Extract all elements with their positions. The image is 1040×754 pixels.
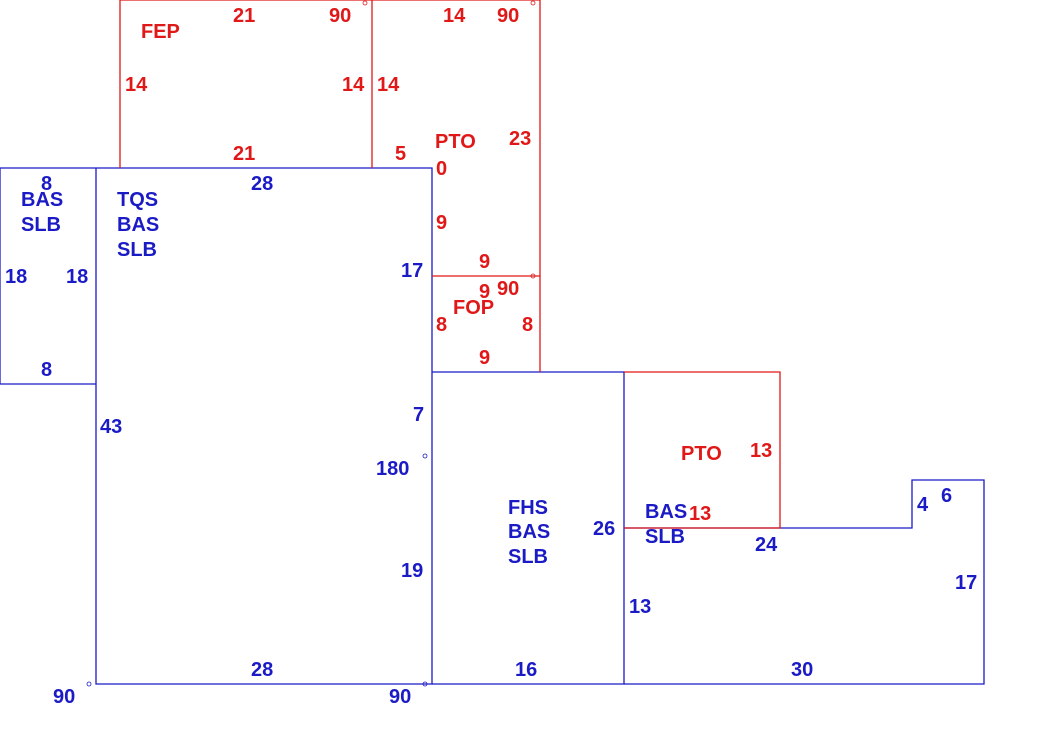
dimension-label: 8 [436,314,447,336]
dimension-label: 18 [5,266,27,288]
dimension-label: 13 [629,596,651,618]
dimension-label: 9 [436,212,447,234]
dimension-label: 28 [251,173,273,195]
area-code-tqs: TQS [117,189,158,211]
bas-slb-right-outline [624,479,985,685]
dimension-label: 9 [479,251,490,273]
dimension-label: 6 [941,485,952,507]
area-code-slb: SLB [645,526,685,548]
area-code-slb: SLB [117,239,157,261]
dimension-label: 8 [41,359,52,381]
area-code-fop: FOP [453,297,494,319]
area-code-bas: BAS [117,214,159,236]
dimension-label: 14 [377,74,400,96]
dimension-labels-other: 21 90 14 14 21 14 90 14 23 5 0 9 9 9 90 … [125,5,772,525]
area-code-fep: FEP [141,21,180,43]
dimension-label: 4 [917,494,929,516]
dimension-label: 7 [413,404,424,426]
dimension-label: 18 [66,266,88,288]
angle-marker [422,681,428,687]
angle-markers [86,0,536,687]
dimension-label: 90 [329,5,351,27]
area-code-bas: BAS [508,521,550,543]
dimension-label: 17 [401,260,423,282]
dimension-label: 43 [100,416,122,438]
area-code-slb: SLB [21,214,61,236]
dimension-label: 30 [791,659,813,681]
dimension-label: 90 [497,278,519,300]
dimension-label: 17 [955,572,977,594]
pto-upper-outline [372,0,541,277]
dimension-labels-living: 8 18 18 8 28 43 17 7 180 19 28 90 90 16 … [5,173,977,708]
angle-marker [86,681,92,687]
dimension-label: 8 [41,173,52,195]
area-code-fhs: FHS [508,497,548,519]
dimension-label: 5 [395,143,406,165]
dimension-label: 13 [750,440,772,462]
dimension-label: 14 [342,74,365,96]
area-labels-living: BAS SLB TQS BAS SLB FHS BAS SLB BAS SLB [21,189,687,568]
other-area-outlines [119,0,781,529]
dimension-label: 0 [436,158,447,180]
dimension-label: 24 [755,534,778,556]
area-code-bas: BAS [645,501,687,523]
angle-marker [530,273,536,279]
area-code-slb: SLB [508,546,548,568]
dimension-label: 14 [125,74,148,96]
dimension-label: 26 [593,518,615,540]
angle-marker [530,0,536,6]
dimension-label: 23 [509,128,531,150]
fep-outline [119,0,373,168]
dimension-label: 21 [233,143,255,165]
pto-lower-outline [624,371,781,529]
dimension-label: 16 [515,659,537,681]
dimension-label: 90 [53,686,75,708]
dimension-label: 19 [401,560,423,582]
dimension-label: 180 [376,458,409,480]
angle-marker [422,453,428,459]
area-labels-other: FEP PTO FOP PTO [141,21,722,465]
dimension-label: 9 [479,281,490,303]
dimension-label: 90 [497,5,519,27]
dimension-label: 9 [479,347,490,369]
dimension-label: 28 [251,659,273,681]
dimension-label: 90 [389,686,411,708]
dimension-label: 13 [689,503,711,525]
dimension-label: 8 [522,314,533,336]
angle-marker [362,0,368,6]
area-code-pto: PTO [681,443,722,465]
dimension-label: 14 [443,5,466,27]
dimension-label: 21 [233,5,255,27]
bas-slb-small-outline [0,167,96,385]
area-code-pto: PTO [435,131,476,153]
area-code-bas: BAS [21,189,63,211]
